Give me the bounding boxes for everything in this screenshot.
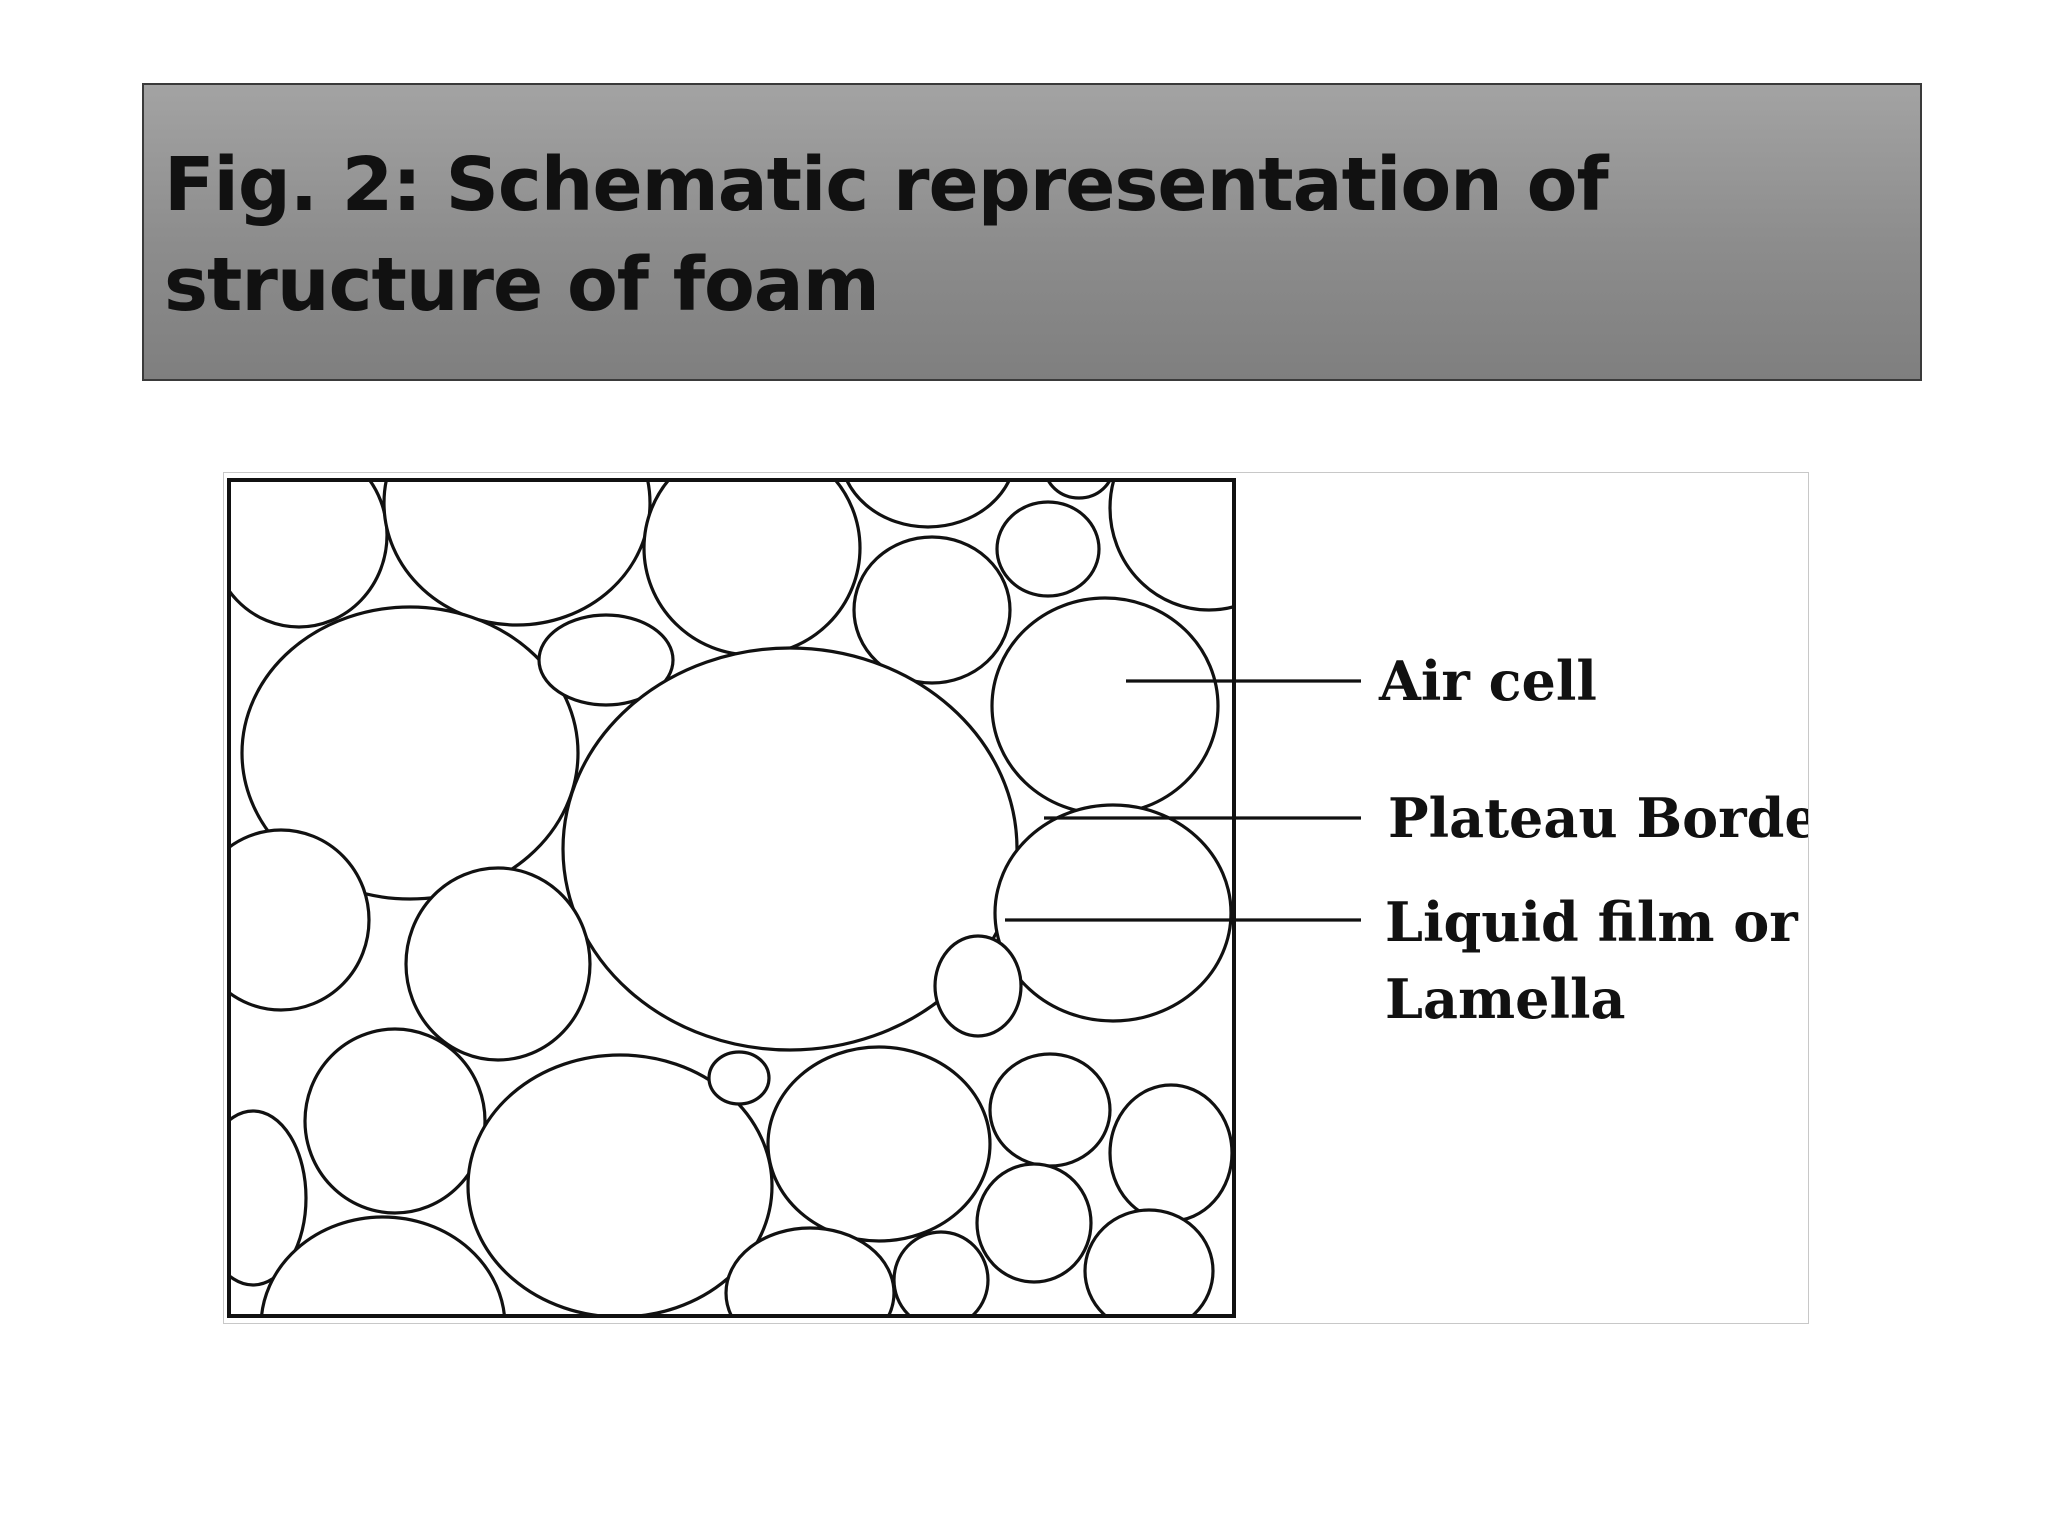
bubble [259,1215,507,1316]
bubble [382,480,652,627]
bubble-field [229,480,1234,1316]
foam-figure: Air cell Plateau Border Liquid film or L… [223,472,1809,1324]
bubble [892,1230,990,1316]
lamella-label: Lamella [1385,967,1625,1031]
slide-title: Fig. 2: Schematic representation of stru… [164,142,1609,328]
plateau-border-label: Plateau Border [1388,786,1808,850]
bubble [844,480,1012,529]
bubble [988,1052,1112,1168]
bubble [852,535,1012,685]
bubble [995,500,1101,598]
bubble [303,1027,487,1215]
bubble [1083,1208,1215,1316]
bubble [537,613,675,707]
bubble [975,1162,1093,1284]
liquid-film-label: Liquid film or [1385,890,1798,954]
bubble [1108,1083,1234,1223]
bubble [993,803,1233,1023]
bubble [1108,480,1234,612]
bubble [707,1050,771,1106]
bubble [724,1226,896,1316]
bubble [1046,480,1112,500]
bubble [229,828,371,1012]
bubble [933,934,1023,1038]
bubble [990,596,1220,816]
bubble [404,866,592,1062]
bubble [229,480,389,629]
foam-structure-diagram: Air cell Plateau Border Liquid film or L… [227,478,1808,1318]
bubble [466,1053,774,1316]
title-banner: Fig. 2: Schematic representation of stru… [142,83,1922,381]
bubble [766,1045,992,1243]
bubble [642,480,862,657]
bubble [240,605,580,901]
air-cell-label: Air cell [1378,649,1597,713]
sample-boundary [227,478,1236,1318]
bubble [229,1109,308,1287]
